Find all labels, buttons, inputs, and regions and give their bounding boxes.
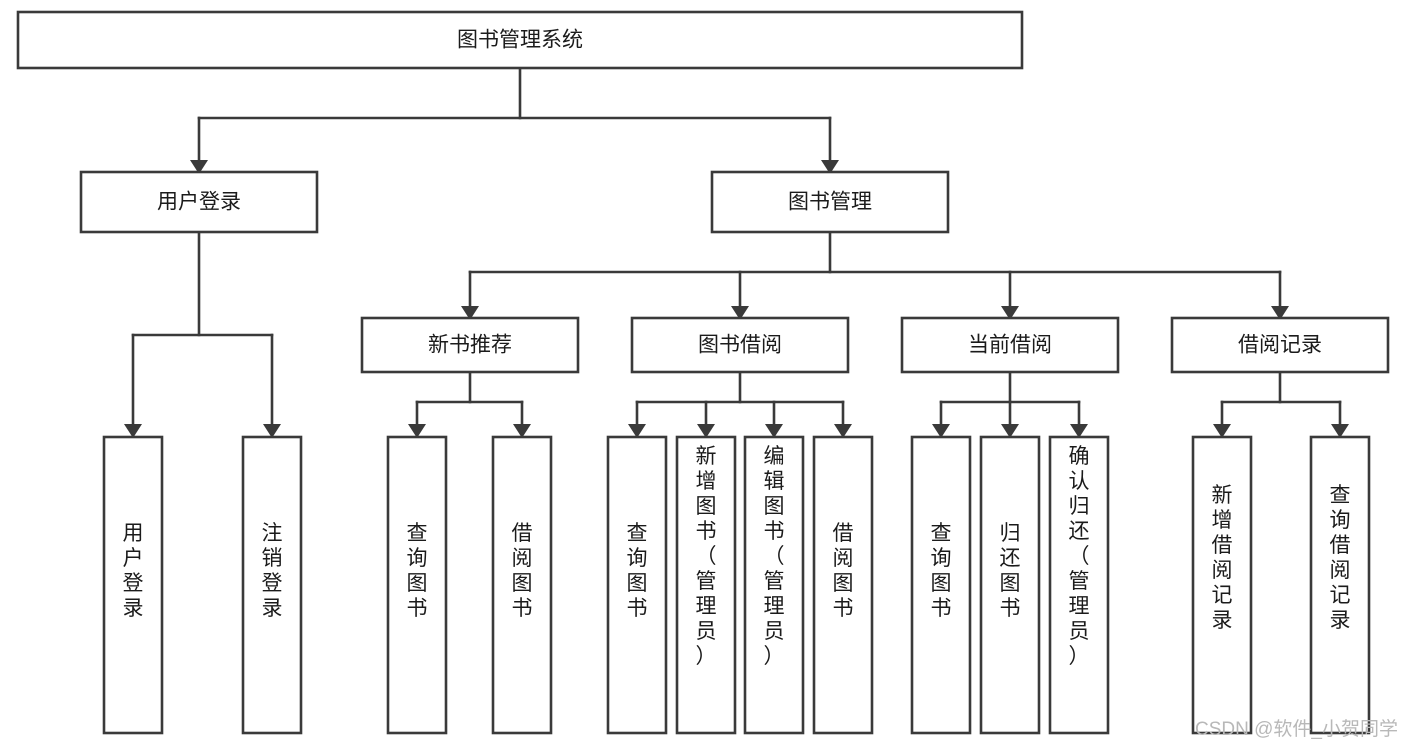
- node-leaf-user-login-box: [102, 435, 164, 735]
- node-leaf-user-login-label: 用户登录: [123, 522, 144, 620]
- node-root-label: 图书管理系统: [457, 29, 583, 52]
- node-leaf-borrow-book-1-label: 借阅图书: [512, 522, 533, 620]
- node-leaf-borrow-book-2-box: [812, 435, 874, 735]
- node-leaf-edit-book[interactable]: 编辑图书（管理员）: [743, 435, 805, 735]
- node-user-login[interactable]: 用户登录: [79, 170, 319, 234]
- node-leaf-query-book-2[interactable]: 查询图书: [606, 435, 668, 735]
- node-leaf-add-book[interactable]: 新增图书（管理员）: [675, 435, 737, 735]
- arrowhead-leaf-borrow-book-1: [513, 424, 531, 438]
- node-leaf-query-record-box: [1309, 435, 1371, 735]
- node-leaf-add-record[interactable]: 新增借阅记录: [1191, 435, 1253, 735]
- node-book-borrow[interactable]: 图书借阅: [630, 316, 850, 374]
- node-new-book-recommend-label: 新书推荐: [428, 334, 512, 357]
- node-leaf-confirm-return-label: 确认归还（管理员）: [1069, 445, 1090, 668]
- node-borrow-record-box: [1170, 316, 1390, 374]
- arrowhead-leaf-user-logout: [263, 424, 281, 438]
- node-leaf-query-record-label: 查询借阅记录: [1330, 484, 1351, 632]
- connector-group-current-borrow-to-leaves: [932, 370, 1088, 438]
- csdn-watermark: CSDN @软件_小贺同学: [1195, 718, 1398, 740]
- arrowhead-leaf-add-book: [697, 424, 715, 438]
- node-book-manage-box: [710, 170, 950, 234]
- arrowhead-leaf-query-book-3: [932, 424, 950, 438]
- node-borrow-record-label: 借阅记录: [1238, 334, 1322, 357]
- connector-group-root-to-level2: [190, 65, 839, 174]
- arrowhead-user-login: [190, 160, 208, 174]
- arrowhead-leaf-query-book-2: [628, 424, 646, 438]
- node-current-borrow-box: [900, 316, 1120, 374]
- node-leaf-return-book-box: [979, 435, 1041, 735]
- node-leaf-return-book[interactable]: 归还图书: [979, 435, 1041, 735]
- connector-group-borrow-record-to-leaves: [1213, 370, 1349, 438]
- arrowhead-book-borrow: [731, 306, 749, 320]
- node-book-borrow-label: 图书借阅: [698, 334, 782, 357]
- node-book-manage[interactable]: 图书管理: [710, 170, 950, 234]
- arrowhead-current-borrow: [1001, 306, 1019, 320]
- node-leaf-query-book-3[interactable]: 查询图书: [910, 435, 972, 735]
- connector-group-user-login-to-leaves: [124, 230, 281, 438]
- node-leaf-user-login[interactable]: 用户登录: [102, 435, 164, 735]
- node-leaf-borrow-book-2[interactable]: 借阅图书: [812, 435, 874, 735]
- node-leaf-add-book-label: 新增图书（管理员）: [696, 445, 717, 668]
- connector-group-new-book-recommend-to-leaves: [408, 370, 531, 438]
- node-current-borrow[interactable]: 当前借阅: [900, 316, 1120, 374]
- arrowhead-leaf-query-book-1: [408, 424, 426, 438]
- node-leaf-confirm-return-box: [1048, 435, 1110, 735]
- node-root-box: [16, 10, 1024, 70]
- node-user-login-label: 用户登录: [157, 191, 241, 214]
- node-book-borrow-box: [630, 316, 850, 374]
- node-leaf-user-logout-box: [241, 435, 303, 735]
- arrowhead-leaf-return-book: [1001, 424, 1019, 438]
- node-leaf-return-book-label: 归还图书: [1000, 522, 1021, 620]
- node-new-book-recommend[interactable]: 新书推荐: [360, 316, 580, 374]
- node-leaf-query-book-2-box: [606, 435, 668, 735]
- arrowhead-leaf-borrow-book-2: [834, 424, 852, 438]
- node-leaf-borrow-book-1-box: [491, 435, 553, 735]
- node-leaf-borrow-book-1[interactable]: 借阅图书: [491, 435, 553, 735]
- connector-group-book-manage-to-level3: [461, 230, 1289, 320]
- arrowhead-leaf-confirm-return: [1070, 424, 1088, 438]
- node-leaf-add-book-box: [675, 435, 737, 735]
- arrowhead-borrow-record: [1271, 306, 1289, 320]
- node-user-login-box: [79, 170, 319, 234]
- node-leaf-confirm-return[interactable]: 确认归还（管理员）: [1048, 435, 1110, 735]
- arrowhead-leaf-query-record: [1331, 424, 1349, 438]
- node-leaf-borrow-book-2-label: 借阅图书: [833, 522, 854, 620]
- arrowhead-leaf-user-login: [124, 424, 142, 438]
- node-leaf-query-book-3-box: [910, 435, 972, 735]
- node-leaf-add-record-label: 新增借阅记录: [1212, 484, 1233, 632]
- node-book-manage-label: 图书管理: [788, 191, 872, 214]
- node-leaf-query-book-1[interactable]: 查询图书: [386, 435, 448, 735]
- node-leaf-edit-book-box: [743, 435, 805, 735]
- arrowhead-leaf-edit-book: [765, 424, 783, 438]
- arrowhead-new-book-recommend: [461, 306, 479, 320]
- node-leaf-query-book-2-label: 查询图书: [627, 522, 648, 620]
- arrowhead-book-manage: [821, 160, 839, 174]
- node-leaf-query-book-1-label: 查询图书: [407, 522, 428, 620]
- node-new-book-recommend-box: [360, 316, 580, 374]
- node-leaf-query-book-3-label: 查询图书: [931, 522, 952, 620]
- connector-group-book-borrow-to-leaves: [628, 370, 852, 438]
- node-current-borrow-label: 当前借阅: [968, 334, 1052, 357]
- node-leaf-user-logout[interactable]: 注销登录: [241, 435, 303, 735]
- node-leaf-query-book-1-box: [386, 435, 448, 735]
- node-leaf-add-record-box: [1191, 435, 1253, 735]
- node-leaf-user-logout-label: 注销登录: [262, 522, 283, 620]
- arrowhead-leaf-add-record: [1213, 424, 1231, 438]
- node-root[interactable]: 图书管理系统: [16, 10, 1024, 70]
- node-borrow-record[interactable]: 借阅记录: [1170, 316, 1390, 374]
- node-leaf-query-record[interactable]: 查询借阅记录: [1309, 435, 1371, 735]
- node-leaf-edit-book-label: 编辑图书（管理员）: [764, 445, 785, 668]
